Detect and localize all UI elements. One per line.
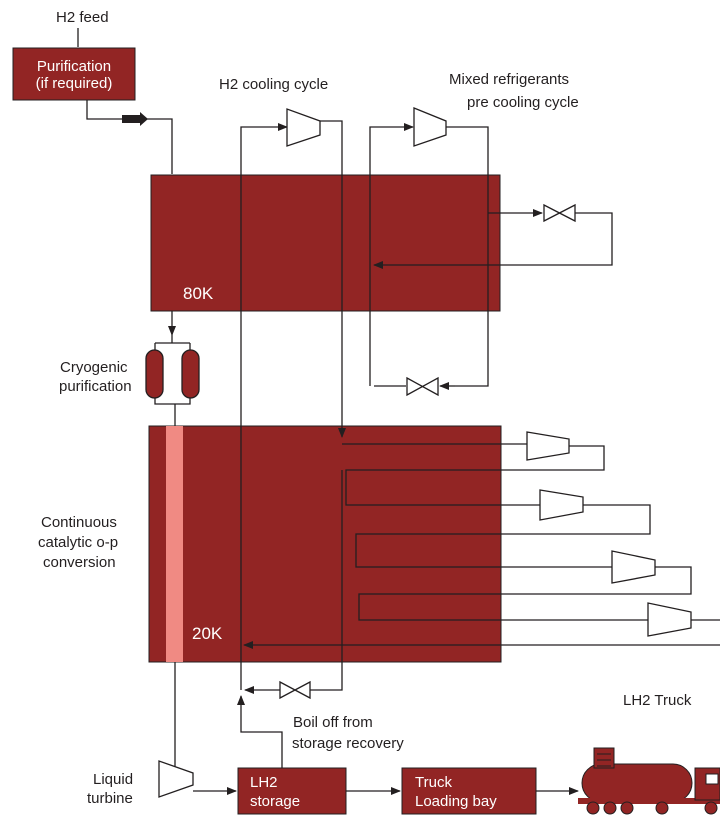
- lh2-storage-label-1: LH2: [250, 774, 278, 791]
- mixed-refrigerants-label-2: pre cooling cycle: [467, 94, 579, 111]
- mr-top-valve-icon: [543, 203, 576, 223]
- cryogenic-label-1: Cryogenic: [60, 359, 128, 376]
- boil-off-return-line: [237, 695, 283, 768]
- stage4-compressor-icon: [647, 602, 692, 637]
- boil-off-label-2: storage recovery: [292, 735, 404, 752]
- lh2-truck-label: LH2 Truck: [623, 692, 692, 709]
- conversion-label-1: Continuous: [41, 514, 117, 531]
- mixed-refrigerants-label-1: Mixed refrigerants: [449, 71, 569, 88]
- conversion-label-3: conversion: [43, 554, 116, 571]
- heat-exchanger-20k: [148, 425, 502, 663]
- stage2-compressor-icon: [539, 489, 584, 521]
- stage1-loop: [345, 445, 605, 506]
- stage1-compressor-icon: [526, 431, 570, 461]
- mr-compressor-icon: [413, 107, 447, 147]
- adsorber-left-icon: [145, 349, 164, 399]
- cryogenic-bottom-header: [154, 398, 191, 405]
- feed-path: [86, 100, 173, 174]
- mr-bottom-valve-icon: [406, 376, 439, 397]
- boil-off-label-1: Boil off from: [293, 714, 373, 731]
- h2-feed-label: H2 feed: [56, 9, 109, 26]
- h2-cycle-return-line: [310, 470, 343, 691]
- purification-label-1: Purification: [37, 58, 111, 75]
- liquid-turbine-label-1: Liquid: [93, 771, 133, 788]
- mr-valve-return: [373, 212, 613, 269]
- liquid-turbine-icon: [158, 760, 194, 798]
- h2-cycle-discharge-line: [320, 120, 346, 438]
- tanker-truck-icon: [578, 747, 720, 815]
- truck-loading-label-1: Truck: [415, 774, 452, 791]
- lh2-storage-label-2: storage: [250, 793, 300, 810]
- lh2-storage-box: [237, 767, 347, 815]
- stage2-loop: [355, 504, 651, 568]
- h2-cooling-cycle-label: H2 cooling cycle: [219, 76, 328, 93]
- temp-80k-label: 80K: [183, 284, 214, 303]
- catalytic-conversion-strip: [166, 426, 183, 662]
- mr-discharge-line: [446, 126, 489, 387]
- stage3-loop: [358, 566, 692, 621]
- liquid-turbine-label-2: turbine: [87, 790, 133, 807]
- mr-suction-line: [369, 123, 414, 386]
- heat-exchanger-80k: [150, 174, 501, 312]
- purification-label-2: (if required): [36, 75, 113, 92]
- feed-flow-arrow-icon: [122, 112, 148, 126]
- h2-expansion-valve-icon: [279, 680, 311, 700]
- cryogenic-label-2: purification: [59, 378, 132, 395]
- purification-box: [12, 47, 136, 101]
- adsorber-right-icon: [181, 349, 200, 399]
- conversion-label-2: catalytic o-p: [38, 534, 118, 551]
- truck-loading-label-2: Loading bay: [415, 793, 497, 810]
- temp-20k-label: 20K: [192, 624, 223, 643]
- stage3-compressor-icon: [611, 550, 656, 584]
- h2-compressor-icon: [286, 108, 321, 147]
- h2-cycle-suction-line: [240, 123, 288, 690]
